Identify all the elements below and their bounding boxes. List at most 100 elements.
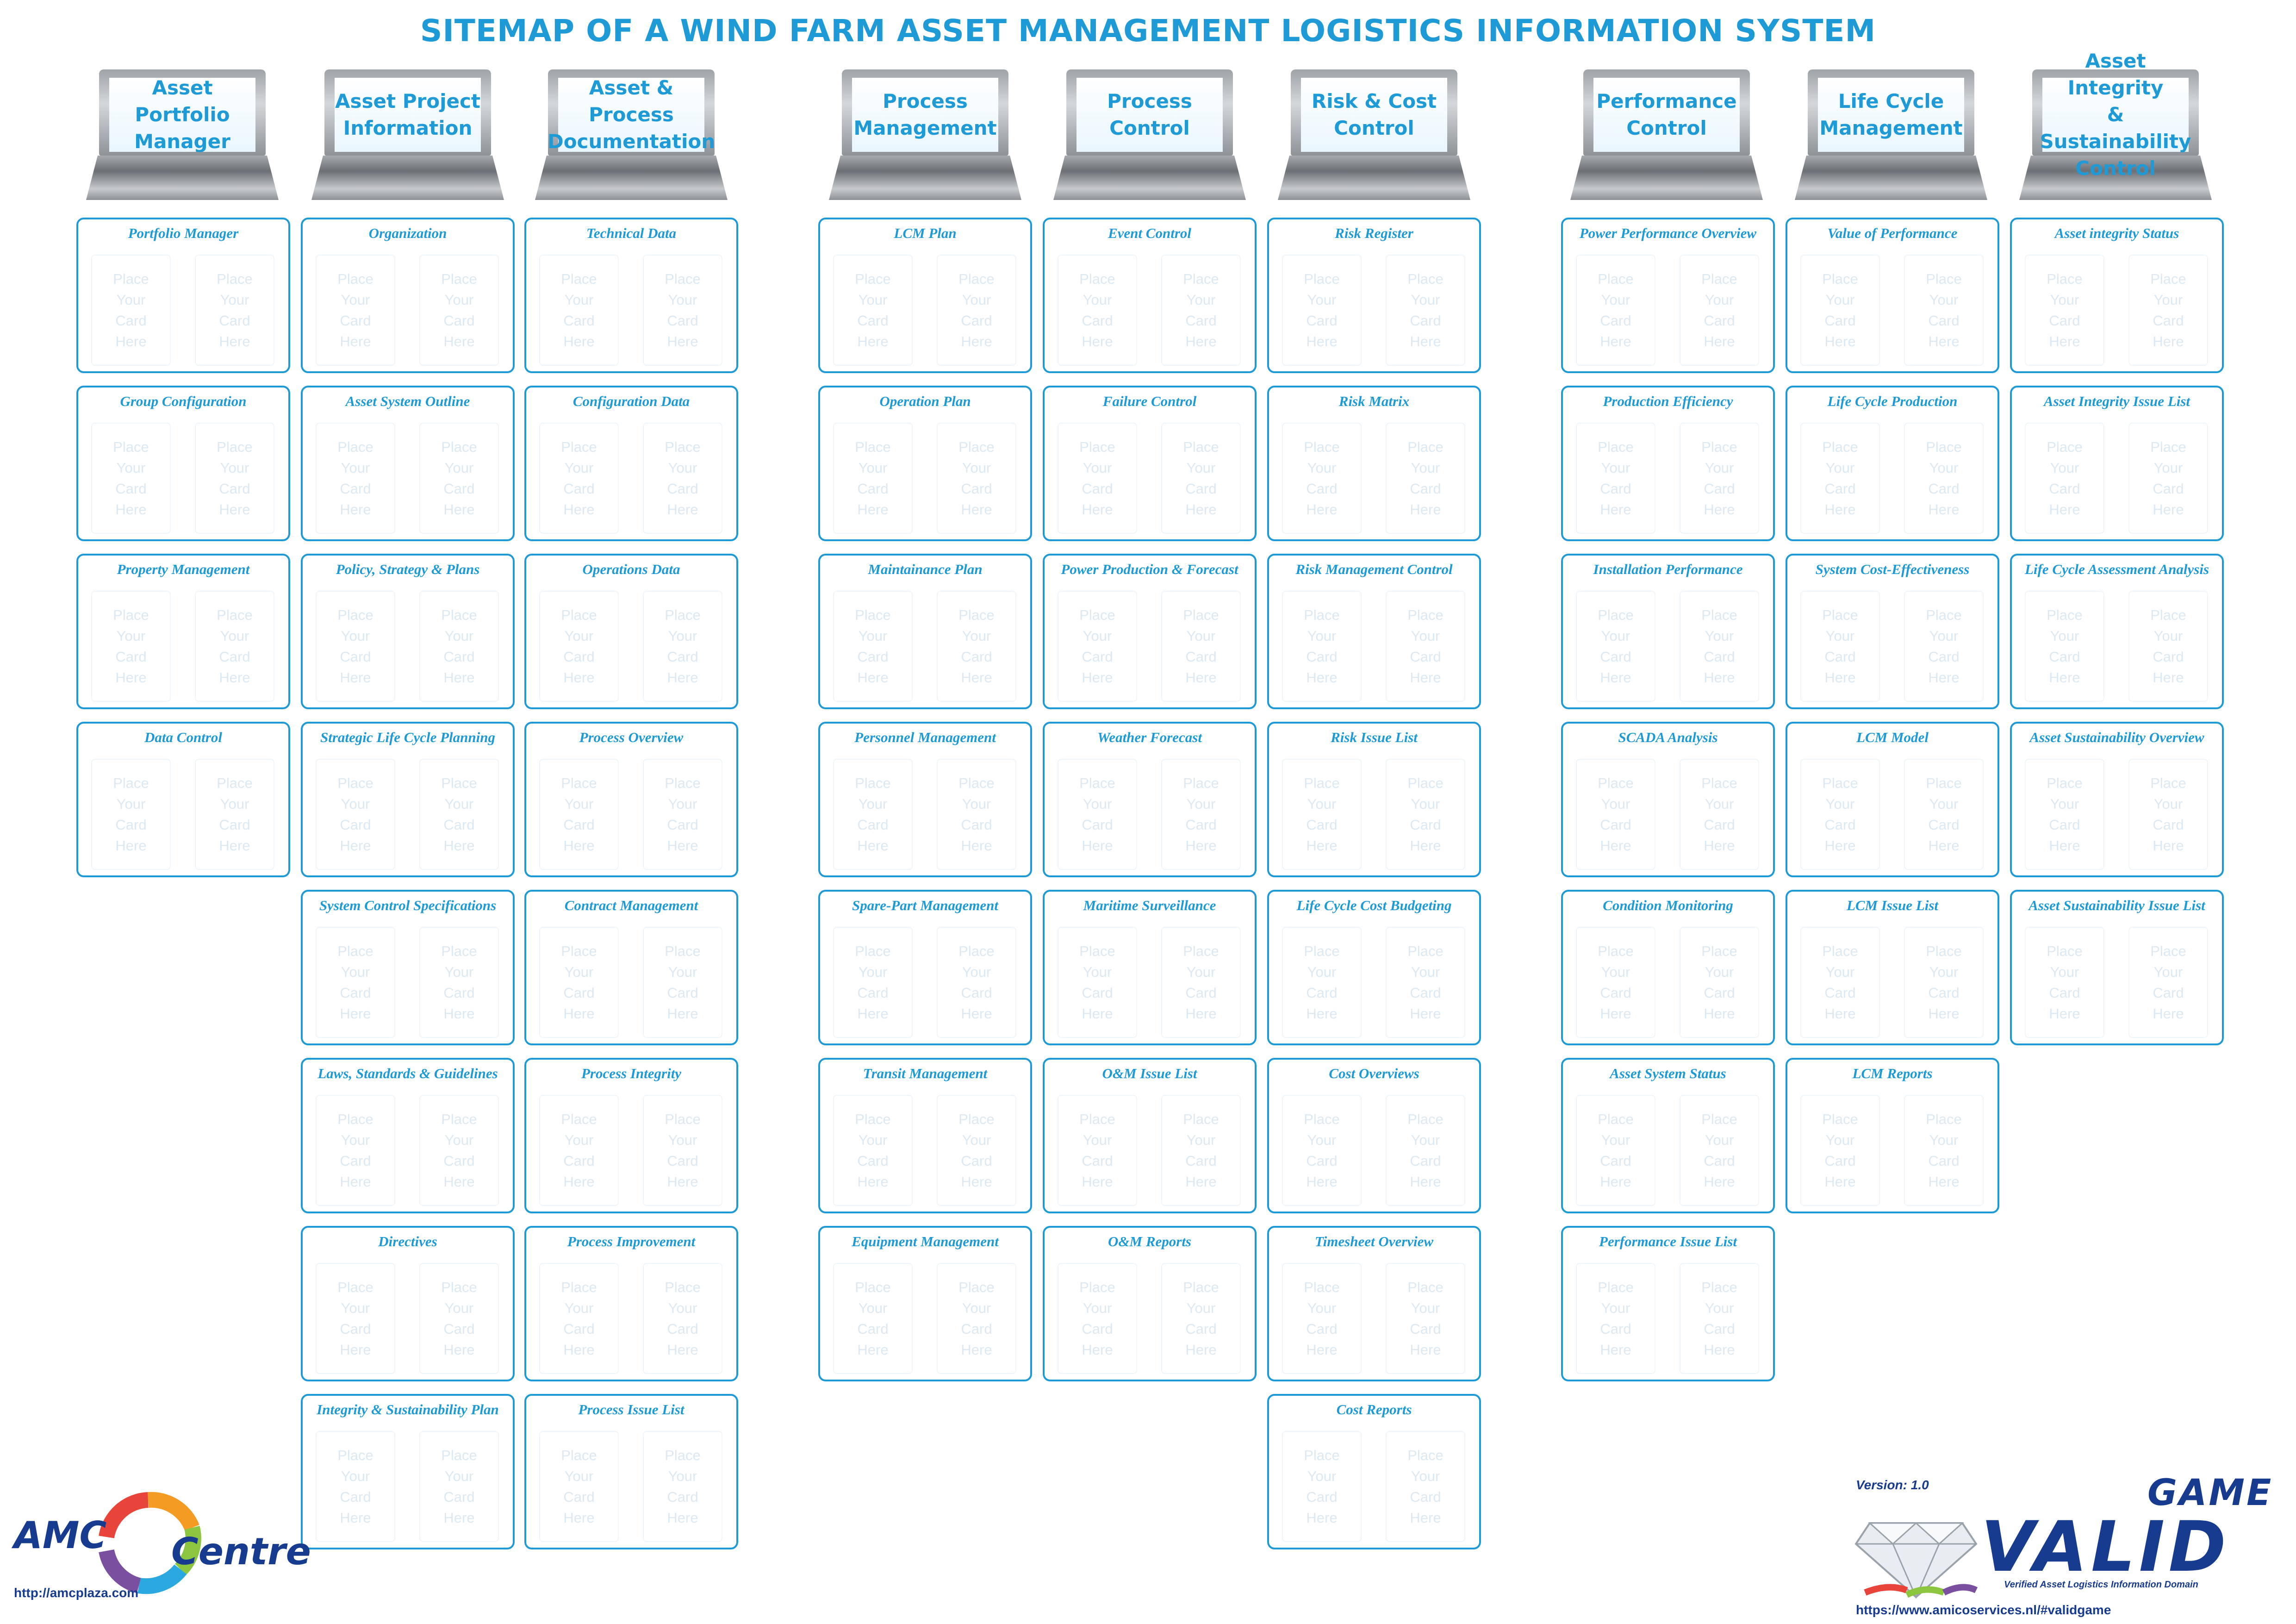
card-placeholder-slot[interactable]: Place Your Card Here [1386, 423, 1465, 534]
card-placeholder-slot[interactable]: Place Your Card Here [937, 1263, 1016, 1374]
card-placeholder-slot[interactable]: Place Your Card Here [316, 1263, 395, 1374]
card-placeholder-slot[interactable]: Place Your Card Here [1058, 927, 1137, 1038]
card-placeholder-slot[interactable]: Place Your Card Here [1576, 927, 1655, 1038]
card-placeholder-slot[interactable]: Place Your Card Here [1680, 927, 1759, 1038]
card-placeholder-slot[interactable]: Place Your Card Here [937, 255, 1016, 366]
card-placeholder-slot[interactable]: Place Your Card Here [195, 591, 274, 702]
card-placeholder-slot[interactable]: Place Your Card Here [1386, 759, 1465, 870]
card-placeholder-slot[interactable]: Place Your Card Here [1282, 1095, 1362, 1206]
card-placeholder-slot[interactable]: Place Your Card Here [539, 1095, 619, 1206]
card-placeholder-slot[interactable]: Place Your Card Here [1386, 1263, 1465, 1374]
card-placeholder-slot[interactable]: Place Your Card Here [1904, 759, 1984, 870]
card-placeholder-slot[interactable]: Place Your Card Here [1576, 255, 1655, 366]
card-placeholder-slot[interactable]: Place Your Card Here [833, 423, 913, 534]
card-placeholder-slot[interactable]: Place Your Card Here [419, 591, 499, 702]
card-placeholder-slot[interactable]: Place Your Card Here [316, 1431, 395, 1542]
card-placeholder-slot[interactable]: Place Your Card Here [1680, 423, 1759, 534]
card-placeholder-slot[interactable]: Place Your Card Here [91, 591, 171, 702]
card-placeholder-slot[interactable]: Place Your Card Here [643, 1431, 722, 1542]
card-placeholder-slot[interactable]: Place Your Card Here [937, 1095, 1016, 1206]
card-placeholder-slot[interactable]: Place Your Card Here [419, 423, 499, 534]
card-placeholder-slot[interactable]: Place Your Card Here [1058, 423, 1137, 534]
card-placeholder-slot[interactable]: Place Your Card Here [1386, 927, 1465, 1038]
card-placeholder-slot[interactable]: Place Your Card Here [2128, 591, 2208, 702]
card-placeholder-slot[interactable]: Place Your Card Here [1800, 1095, 1880, 1206]
card-placeholder-slot[interactable]: Place Your Card Here [2025, 423, 2104, 534]
card-placeholder-slot[interactable]: Place Your Card Here [1058, 759, 1137, 870]
amc-url-link[interactable]: http://amcplaza.com [14, 1586, 139, 1600]
card-placeholder-slot[interactable]: Place Your Card Here [643, 1263, 722, 1374]
card-placeholder-slot[interactable]: Place Your Card Here [539, 927, 619, 1038]
card-placeholder-slot[interactable]: Place Your Card Here [1904, 591, 1984, 702]
card-placeholder-slot[interactable]: Place Your Card Here [1161, 1263, 1241, 1374]
card-placeholder-slot[interactable]: Place Your Card Here [1161, 759, 1241, 870]
valid-url-link[interactable]: https://www.amicoservices.nl/#validgame [1856, 1603, 2111, 1617]
card-placeholder-slot[interactable]: Place Your Card Here [539, 1431, 619, 1542]
card-placeholder-slot[interactable]: Place Your Card Here [1161, 423, 1241, 534]
card-placeholder-slot[interactable]: Place Your Card Here [833, 591, 913, 702]
card-placeholder-slot[interactable]: Place Your Card Here [1904, 255, 1984, 366]
card-placeholder-slot[interactable]: Place Your Card Here [833, 1263, 913, 1374]
card-placeholder-slot[interactable]: Place Your Card Here [419, 759, 499, 870]
card-placeholder-slot[interactable]: Place Your Card Here [316, 927, 395, 1038]
card-placeholder-slot[interactable]: Place Your Card Here [643, 927, 722, 1038]
card-placeholder-slot[interactable]: Place Your Card Here [643, 759, 722, 870]
card-placeholder-slot[interactable]: Place Your Card Here [833, 255, 913, 366]
card-placeholder-slot[interactable]: Place Your Card Here [937, 591, 1016, 702]
card-placeholder-slot[interactable]: Place Your Card Here [1680, 1263, 1759, 1374]
card-placeholder-slot[interactable]: Place Your Card Here [2128, 759, 2208, 870]
card-placeholder-slot[interactable]: Place Your Card Here [2128, 927, 2208, 1038]
card-placeholder-slot[interactable]: Place Your Card Here [937, 927, 1016, 1038]
card-placeholder-slot[interactable]: Place Your Card Here [419, 1263, 499, 1374]
card-placeholder-slot[interactable]: Place Your Card Here [833, 927, 913, 1038]
card-placeholder-slot[interactable]: Place Your Card Here [1282, 927, 1362, 1038]
card-placeholder-slot[interactable]: Place Your Card Here [2025, 591, 2104, 702]
card-placeholder-slot[interactable]: Place Your Card Here [419, 1431, 499, 1542]
card-placeholder-slot[interactable]: Place Your Card Here [643, 255, 722, 366]
card-placeholder-slot[interactable]: Place Your Card Here [1800, 591, 1880, 702]
valid-game-logo[interactable]: Version: 1.0 GAME VALID Verified Asset L… [1833, 1472, 2291, 1620]
card-placeholder-slot[interactable]: Place Your Card Here [643, 1095, 722, 1206]
card-placeholder-slot[interactable]: Place Your Card Here [195, 759, 274, 870]
card-placeholder-slot[interactable]: Place Your Card Here [1058, 1263, 1137, 1374]
card-placeholder-slot[interactable]: Place Your Card Here [1904, 927, 1984, 1038]
card-placeholder-slot[interactable]: Place Your Card Here [1058, 591, 1137, 702]
card-placeholder-slot[interactable]: Place Your Card Here [2128, 423, 2208, 534]
card-placeholder-slot[interactable]: Place Your Card Here [833, 759, 913, 870]
card-placeholder-slot[interactable]: Place Your Card Here [1800, 927, 1880, 1038]
card-placeholder-slot[interactable]: Place Your Card Here [1282, 759, 1362, 870]
card-placeholder-slot[interactable]: Place Your Card Here [1386, 1431, 1465, 1542]
card-placeholder-slot[interactable]: Place Your Card Here [1058, 255, 1137, 366]
